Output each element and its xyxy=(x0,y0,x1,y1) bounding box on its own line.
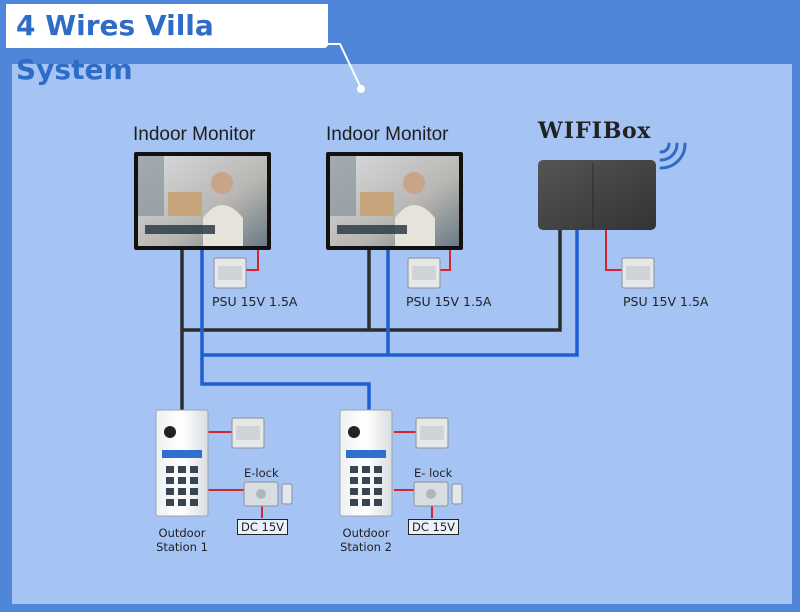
monitor-menu-bar xyxy=(337,225,407,234)
red-wires xyxy=(208,230,622,518)
wifi-box xyxy=(538,160,656,230)
indoor-monitor-1 xyxy=(134,152,271,250)
psu-wifi-box xyxy=(621,257,655,289)
station-1-label: Outdoor Station 1 xyxy=(152,526,212,554)
wifibox-label-suffix: Box xyxy=(602,118,651,144)
page-title: 4 Wires Villa System xyxy=(6,4,328,86)
blue-wire-bus xyxy=(202,230,579,357)
elock-2-label: E- lock xyxy=(414,466,453,480)
station-2-label: Outdoor Station 2 xyxy=(334,526,398,554)
title-leader-dot xyxy=(357,85,365,93)
black-wires xyxy=(180,230,562,410)
dc-1-label: DC 15V xyxy=(237,519,289,535)
psu-label-3: PSU 15V 1.5A xyxy=(623,294,709,309)
psu-station-2 xyxy=(415,417,449,449)
psu-monitor-1 xyxy=(213,257,247,289)
visitor-face xyxy=(211,172,233,194)
station-display xyxy=(162,450,202,458)
wifi-signal-icon xyxy=(659,142,687,170)
camera-lens-icon xyxy=(164,426,176,438)
station-2-line2: Station 2 xyxy=(340,540,392,554)
black-wire-bus xyxy=(182,230,562,332)
monitor-2-label: Indoor Monitor xyxy=(326,124,449,145)
camera-lens-icon xyxy=(348,426,360,438)
station-2-line1: Outdoor xyxy=(342,526,390,540)
outdoor-station-2 xyxy=(339,409,393,517)
wifibox-label-prefix: WIFI xyxy=(538,118,603,144)
outdoor-station-1 xyxy=(155,409,209,517)
station-1-line2: Station 1 xyxy=(156,540,208,554)
blue-wires xyxy=(200,230,579,410)
monitor-1-label: Indoor Monitor xyxy=(133,124,256,145)
psu-station-1 xyxy=(231,417,265,449)
dc-2-label: DC 15V xyxy=(408,519,460,535)
psu-monitor-2 xyxy=(407,257,441,289)
monitor-menu-bar xyxy=(145,225,215,234)
elock-2 xyxy=(413,481,463,507)
indoor-monitor-2 xyxy=(326,152,463,250)
psu-label-2: PSU 15V 1.5A xyxy=(406,294,492,309)
blue-wire-station2 xyxy=(200,250,371,410)
elock-1-label: E-lock xyxy=(244,466,279,480)
psu-label-1: PSU 15V 1.5A xyxy=(212,294,298,309)
station-1-line1: Outdoor xyxy=(158,526,206,540)
visitor-face xyxy=(403,172,425,194)
wifibox-label: WIFIBox xyxy=(538,118,651,144)
station-display xyxy=(346,450,386,458)
elock-1 xyxy=(243,481,293,507)
